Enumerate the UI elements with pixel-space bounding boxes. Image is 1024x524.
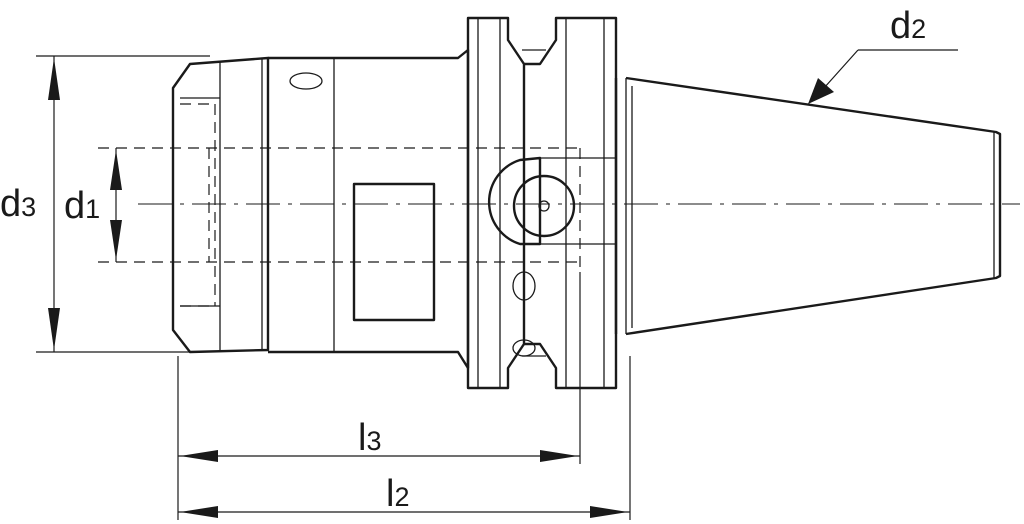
holder-body [268, 48, 470, 370]
dimension-d3 [36, 55, 210, 353]
dimension-d1 [110, 148, 122, 262]
label-d2: d2 [890, 5, 926, 47]
dimension-l2 [178, 356, 631, 520]
orientation-hole [512, 271, 536, 301]
drive-key [487, 156, 542, 246]
dimension-d2 [808, 49, 958, 104]
label-l3: l3 [358, 417, 381, 459]
orientation-hole [512, 339, 536, 357]
label-d3: d3 [0, 183, 36, 225]
collet-nut [171, 56, 270, 354]
v-flange [466, 16, 618, 390]
coolant-hole [289, 72, 323, 90]
drive-slot [352, 182, 436, 322]
label-l2: l2 [386, 473, 409, 515]
hidden-lines [98, 103, 581, 307]
dimension-l3 [177, 272, 581, 520]
taper-shank [614, 76, 1002, 336]
label-d1: d1 [64, 185, 100, 227]
